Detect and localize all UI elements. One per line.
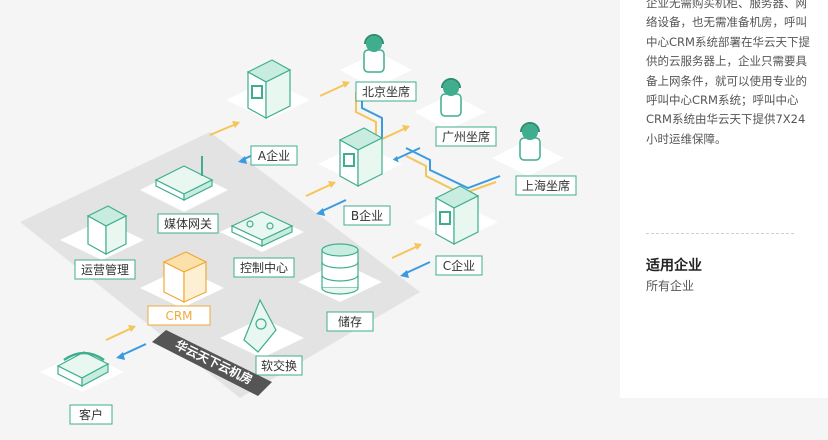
label-guangzhou: 广州坐席 bbox=[442, 129, 490, 144]
gateway-router-icon bbox=[154, 156, 214, 201]
node-guangzhou-agent: 广州坐席 bbox=[414, 78, 497, 147]
label-storage: 储存 bbox=[338, 314, 362, 329]
architecture-diagram: 北京坐席 广州坐席 上海坐席 A企业 bbox=[20, 34, 577, 425]
switch-device-icon bbox=[243, 298, 277, 353]
node-shanghai-agent: 上海坐席 bbox=[492, 122, 577, 196]
node-crm: CRM bbox=[140, 251, 224, 326]
node-soft-switch: 软交换 bbox=[220, 298, 304, 376]
info-panel: 企业无需购买机柜、服务器、网络设备，也无需准备机房，呼叫中心CRM系统部署在华云… bbox=[620, 0, 828, 398]
label-control: 控制中心 bbox=[240, 260, 288, 275]
label-customer: 客户 bbox=[79, 407, 103, 422]
node-enterprise-c: C企业 bbox=[414, 185, 498, 276]
node-media-gateway: 媒体网关 bbox=[140, 156, 228, 234]
database-icon bbox=[321, 243, 359, 295]
control-panel-icon bbox=[230, 211, 294, 247]
label-beijing: 北京坐席 bbox=[362, 84, 410, 99]
panel-description: 企业无需购买机柜、服务器、网络设备，也无需准备机房，呼叫中心CRM系统部署在华云… bbox=[646, 0, 810, 146]
applicable-value: 所有企业 bbox=[646, 279, 695, 293]
arrows bbox=[105, 81, 431, 360]
label-b: B企业 bbox=[351, 208, 383, 223]
panel-divider bbox=[646, 233, 794, 234]
cloud-room-platform bbox=[20, 132, 420, 398]
telephone-icon bbox=[56, 351, 110, 388]
applicable-title: 适用企业 bbox=[646, 258, 702, 274]
node-enterprise-a: A企业 bbox=[226, 59, 310, 166]
node-enterprise-b: B企业 bbox=[318, 127, 402, 226]
agent-headset-icon bbox=[440, 78, 462, 117]
server-cabinet-icon bbox=[338, 127, 384, 188]
node-operations: 运营管理 bbox=[60, 205, 144, 280]
node-control-center: 控制中心 bbox=[220, 211, 304, 278]
label-crm: CRM bbox=[165, 309, 192, 323]
label-switch: 软交换 bbox=[261, 358, 297, 373]
label-a: A企业 bbox=[258, 148, 290, 163]
label-shanghai: 上海坐席 bbox=[522, 178, 570, 193]
agent-headset-icon bbox=[363, 34, 385, 73]
agent-headset-icon bbox=[519, 122, 541, 161]
node-storage: 储存 bbox=[298, 243, 382, 332]
node-beijing-agent: 北京坐席 bbox=[340, 34, 417, 102]
label-c: C企业 bbox=[443, 258, 475, 273]
server-cabinet-icon bbox=[246, 59, 292, 120]
label-ops: 运营管理 bbox=[81, 262, 129, 277]
box-cube-icon bbox=[86, 205, 128, 256]
crm-box-icon bbox=[162, 251, 208, 303]
server-cabinet-icon bbox=[434, 185, 480, 246]
node-customer: 客户 bbox=[40, 351, 124, 425]
label-gateway: 媒体网关 bbox=[164, 217, 212, 231]
